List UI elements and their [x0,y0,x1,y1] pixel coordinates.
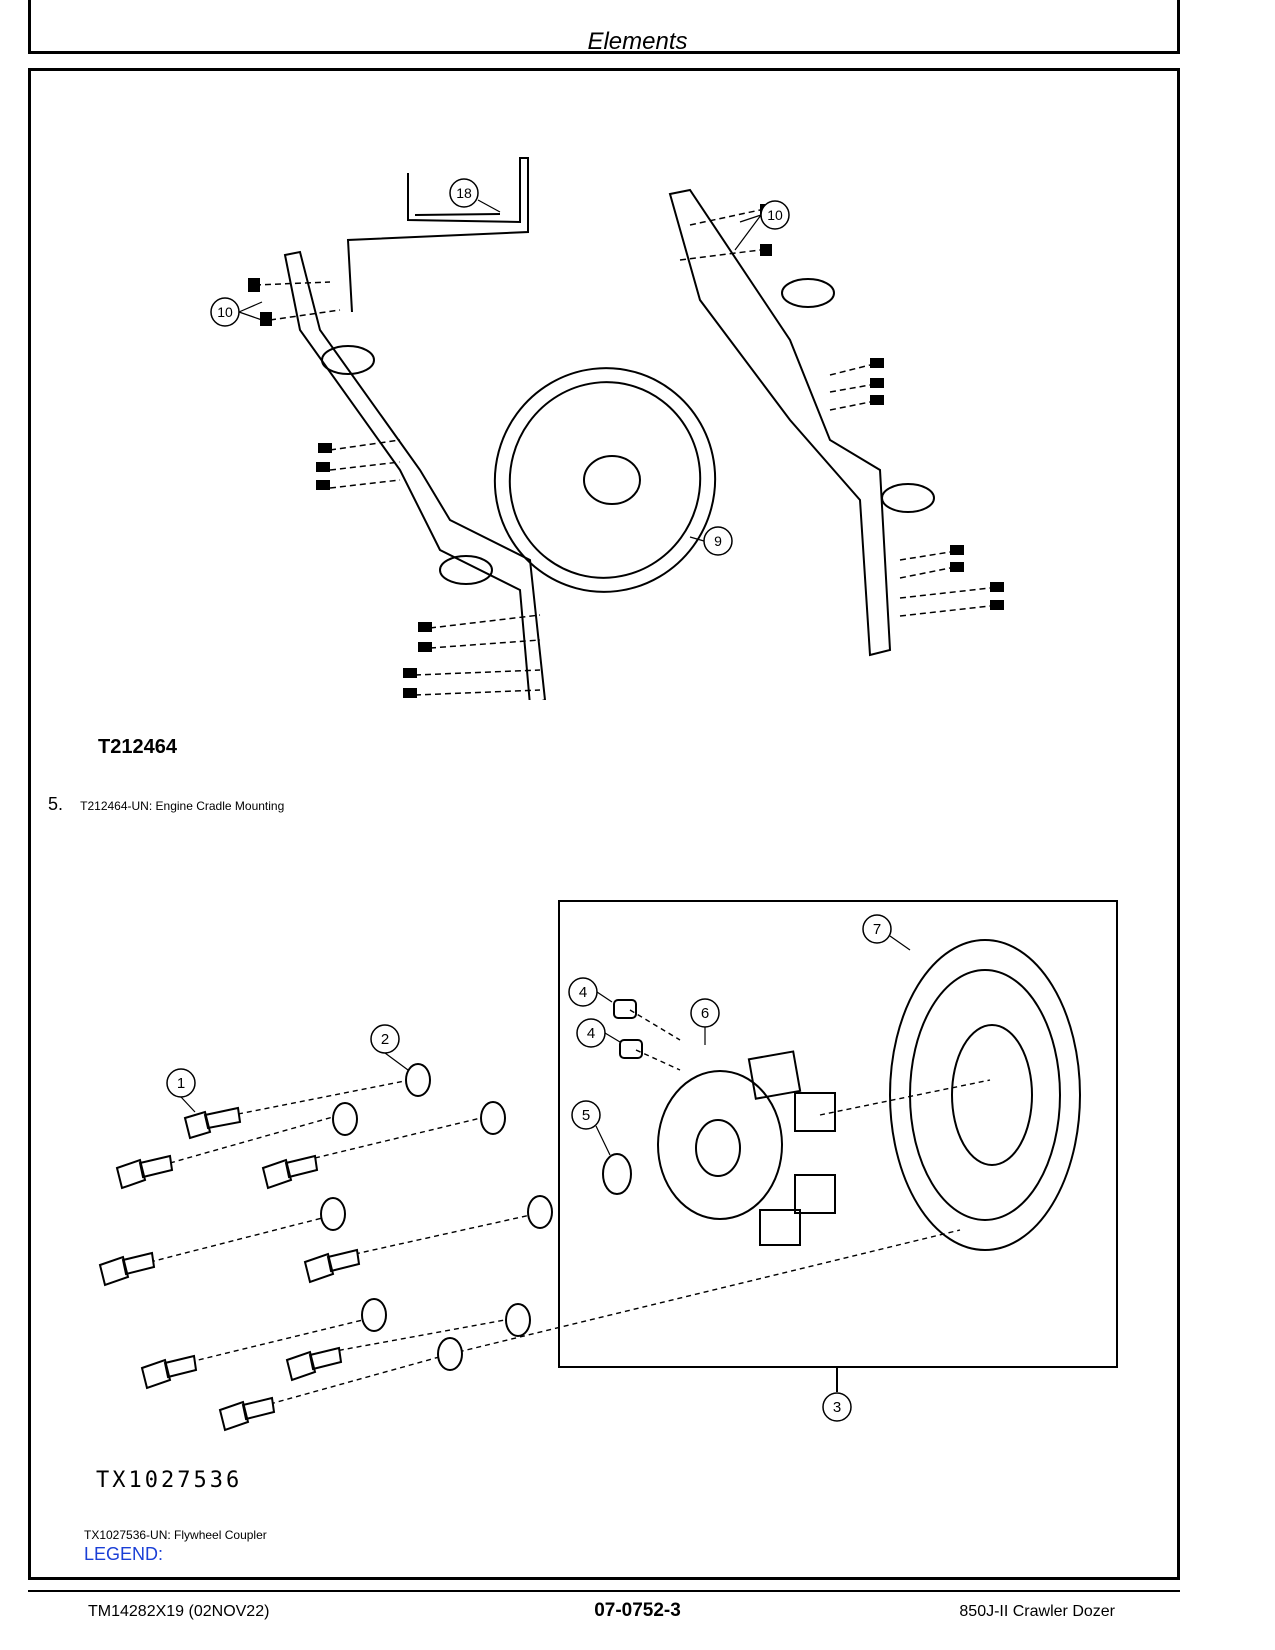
footer-doc-id: TM14282X19 (02NOV22) [88,1603,270,1620]
bolt [285,1346,343,1382]
callout-5 [571,1100,601,1130]
callout-7-label: 7 [873,921,881,938]
figure2-caption: TX1027536-UN: Flywheel Coupler [84,1528,267,1542]
section-title: Elements [587,28,688,55]
engine-cradle-illustration: 18 10 10 9 [210,157,1004,700]
callout-6-label: 6 [701,1005,709,1022]
header-frame [28,0,1180,54]
flywheel-plate [493,367,717,593]
snap-ring [602,1153,632,1195]
content-frame [28,68,1180,1580]
flywheel-housing [889,939,1081,1251]
callout-4-bottom-label: 4 [587,1025,595,1042]
flywheel-coupler-illustration: 1 2 3 4 4 5 6 7 [98,900,1118,1432]
bolt [303,1248,361,1284]
callout-2-label: 2 [381,1031,389,1048]
callout-7 [862,914,892,944]
bolt [183,1106,242,1140]
figure1-caption: T212464-UN: Engine Cradle Mounting [80,799,285,813]
figure2-id: TX1027536 [96,1468,243,1493]
footer-page-number: 07-0752-3 [594,1600,681,1621]
rear-bracket [346,157,529,313]
footer-product: 850J-II Crawler Dozer [959,1603,1115,1620]
callout-10-right-label: 10 [767,207,783,223]
bolt [140,1354,198,1390]
legend-label: LEGEND: [84,1544,164,1564]
callout-1-label: 1 [177,1075,185,1092]
figure1-caption-number: 5. [48,794,64,814]
callout-9-label: 9 [714,533,722,549]
bolt [218,1396,276,1432]
coupler-box [558,900,1118,1368]
callout-4-top-label: 4 [579,984,587,1001]
callout-18 [449,178,479,208]
figure1-id: T212464 [98,736,177,758]
callout-3 [822,1392,852,1422]
callout-5-label: 5 [582,1107,590,1124]
right-rail [668,188,892,657]
bolt [98,1251,156,1287]
callout-10-left-label: 10 [217,304,233,320]
bolt [261,1154,319,1190]
figure1-caption-row: 5. T212464-UN: Engine Cradle Mounting [48,794,284,815]
bolt [115,1154,174,1190]
left-rail [283,250,547,700]
callout-18-label: 18 [456,185,472,201]
footer-divider [28,1590,1180,1592]
callout-3-label: 3 [833,1399,841,1416]
coupler-hub [657,1070,783,1220]
